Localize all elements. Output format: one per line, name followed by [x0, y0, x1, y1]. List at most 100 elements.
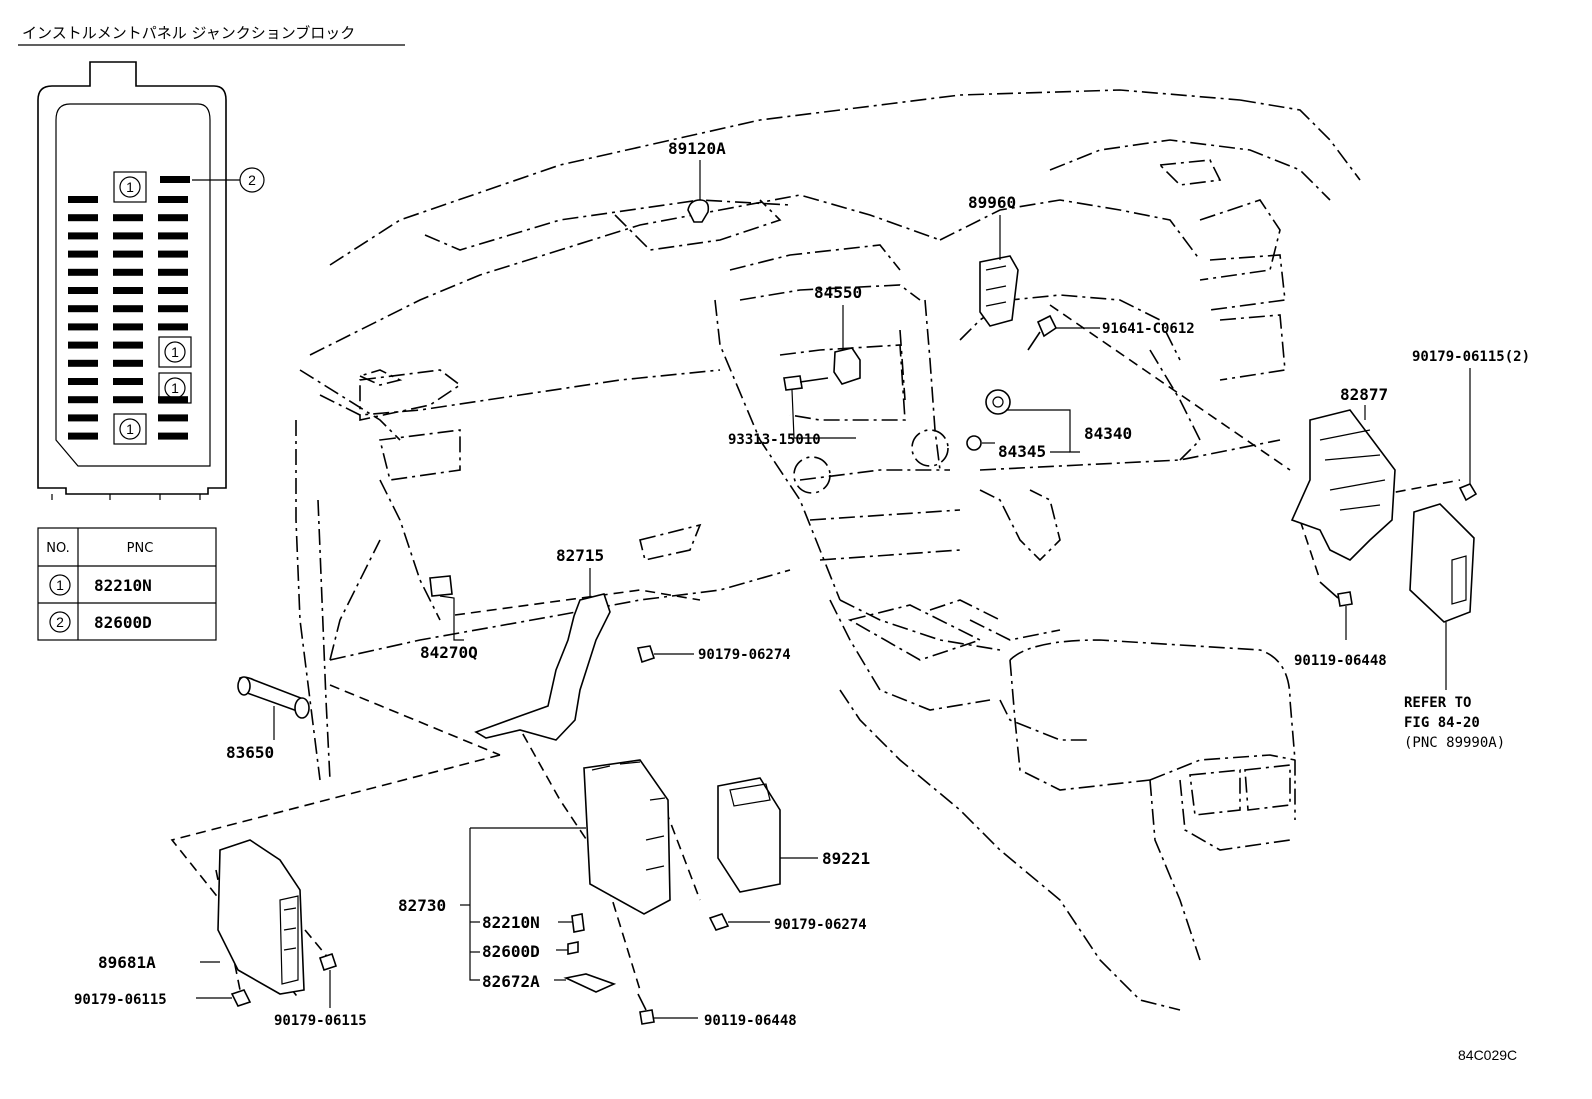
label-89960: 89960 — [968, 193, 1016, 212]
table-row-pnc: 82210N — [94, 576, 152, 595]
label-89221: 89221 — [822, 849, 870, 868]
callout-circle-1 — [164, 377, 186, 399]
table-row-pnc: 82600D — [94, 613, 152, 632]
callout-circle-1 — [119, 418, 141, 440]
fuse-slot — [68, 341, 98, 349]
label-90119-06448: 90119-06448 — [1294, 653, 1387, 669]
fuse-slot — [68, 378, 98, 385]
fuse-slot — [113, 214, 143, 222]
part-84270Q-connector — [429, 575, 464, 641]
fuse-slot — [68, 232, 98, 240]
fuse-slot — [158, 250, 188, 258]
part-84550-switch — [833, 305, 861, 385]
fuse-slot — [68, 359, 98, 367]
fuse-slot — [158, 305, 188, 313]
part-89120A-clip — [687, 160, 710, 223]
leader-dashed-lines — [170, 304, 1461, 1001]
fuse-slot — [68, 268, 98, 276]
fuse-slot — [113, 305, 143, 313]
fuse-slot — [68, 305, 98, 313]
part-90179-06115-nut — [1458, 368, 1478, 502]
part-89221-ecu — [717, 777, 818, 893]
label-90179-06115-right: 90179-06115 — [274, 1013, 367, 1029]
part-90179-06274-nut-lower — [708, 913, 770, 931]
label-82672A: 82672A — [482, 972, 540, 991]
fuse-slot — [158, 396, 188, 404]
callout-circle-2 — [239, 167, 265, 193]
part-89960-module — [979, 215, 1019, 327]
part-82730-junction-block — [460, 759, 671, 981]
figure-code: 84C029C — [1458, 1047, 1517, 1063]
fuse-slot — [113, 359, 143, 367]
fuse-slot — [68, 287, 98, 294]
label-82877: 82877 — [1340, 385, 1388, 404]
part-82210N-fuse — [558, 913, 585, 933]
refer-line-1: REFER TO — [1404, 695, 1471, 711]
label-89681A: 89681A — [98, 953, 156, 972]
part-84340-switch — [966, 389, 1080, 453]
part-90179-06115-nut-left — [196, 989, 252, 1007]
junction-block-fuse-layout: 1 1 1 1 2 — [37, 61, 265, 500]
part-82672A-cover — [554, 973, 617, 993]
label-84270Q: 84270Q — [420, 643, 478, 662]
refer-line-3: (PNC 89990A) — [1404, 735, 1505, 751]
part-89681A-module — [200, 839, 305, 995]
table-row-no: 2 — [56, 614, 64, 630]
part-90119-06448-bolt — [1319, 581, 1353, 640]
part-83650-cylinder — [237, 676, 310, 740]
label-84340: 84340 — [1084, 424, 1132, 443]
label-90119-06448-lower: 90119-06448 — [704, 1013, 797, 1029]
label-82600D: 82600D — [482, 942, 540, 961]
instrument-panel-outline — [295, 89, 1361, 1011]
fuse-slot — [68, 432, 98, 440]
callout-circle-1 — [119, 176, 141, 198]
fuse-slot — [158, 414, 188, 422]
callout-number-1: 1 — [126, 179, 134, 195]
part-90119-06448-bolt-lower — [637, 993, 698, 1025]
part-93313-15010-screw — [783, 375, 856, 439]
fuse-slot — [113, 341, 143, 349]
fuse-slot — [158, 432, 188, 440]
fuse-slot — [68, 323, 98, 331]
label-90179-06115-2: 90179-06115(2) — [1412, 349, 1530, 365]
table-row-no: 1 — [56, 577, 64, 593]
callout-number-1: 1 — [126, 421, 134, 437]
label-90179-06274-lower: 90179-06274 — [774, 917, 867, 933]
pnc-table: NO. PNC 1 82210N 2 82600D — [37, 527, 217, 641]
callout-circle-1 — [164, 341, 186, 363]
fuse-slot — [158, 268, 188, 276]
fuse-slot — [113, 323, 143, 331]
fuse-slot — [113, 378, 143, 385]
part-82600D-fuse — [556, 941, 579, 955]
fuse-slot — [113, 287, 143, 294]
part-91641-C0612-bolt — [1027, 314, 1100, 351]
fuse-slot — [113, 232, 143, 240]
label-90179-06115-left: 90179-06115 — [74, 992, 167, 1008]
label-83650: 83650 — [226, 743, 274, 762]
part-90179-06115-nut-right — [318, 952, 338, 1008]
fuse-slot — [68, 214, 98, 222]
fuse-slot-callout-box — [113, 413, 147, 445]
table-header-no: NO. — [46, 541, 70, 556]
part-82877-bracket — [1290, 405, 1396, 561]
label-93313-15010: 93313-15010 — [728, 432, 821, 448]
fuse-slot — [68, 396, 98, 404]
label-82730: 82730 — [398, 896, 446, 915]
table-header-pnc: PNC — [127, 541, 154, 556]
part-82715-bracket — [474, 568, 611, 741]
fuse-slot — [68, 196, 98, 203]
label-91641-C0612: 91641-C0612 — [1102, 321, 1195, 337]
label-84345: 84345 — [998, 442, 1046, 461]
fuse-slot — [68, 414, 98, 422]
label-82210N: 82210N — [482, 913, 540, 932]
fuse-slot — [113, 250, 143, 258]
callout-number-2: 2 — [248, 172, 256, 188]
fuse-slot — [113, 396, 143, 404]
fuse-slot-callout-box — [158, 372, 192, 404]
part-module-refer-fig — [1409, 503, 1475, 690]
fuse-slot-callout-box — [113, 171, 147, 203]
fuse-slot — [113, 268, 143, 276]
callout-number-1: 1 — [171, 344, 179, 360]
part-labels: 89120A 89960 84550 91641-C0612 93313-150… — [74, 139, 1530, 1063]
